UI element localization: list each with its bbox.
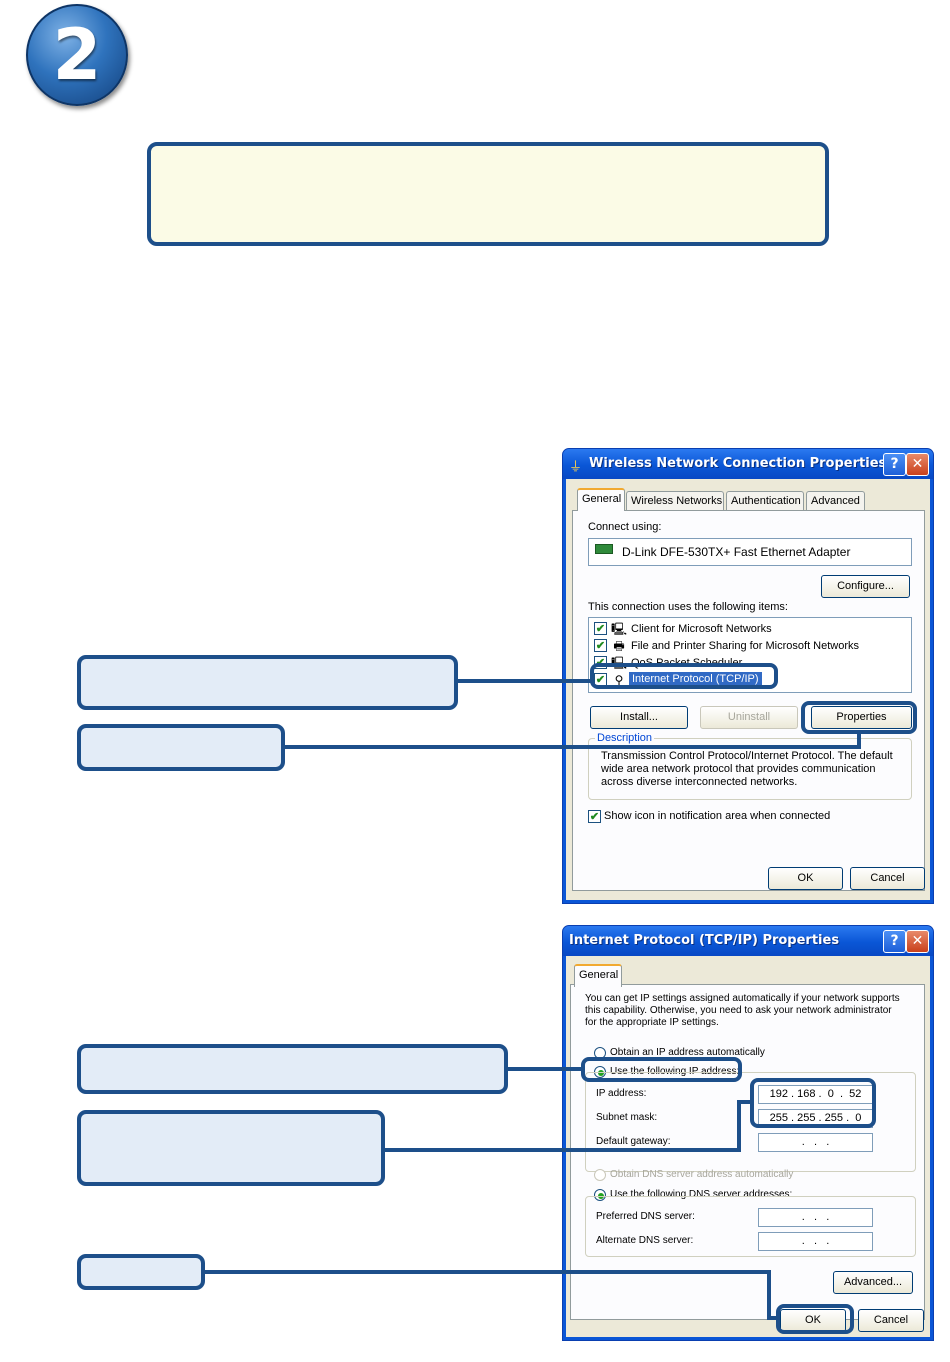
connector-line — [506, 1067, 583, 1071]
close-button[interactable]: ✕ — [906, 453, 929, 476]
wireless-connection-properties-window: ⏚ Wireless Network Connection Properties… — [562, 448, 934, 904]
step-number: 2 — [52, 14, 102, 96]
callout-click-properties — [77, 724, 285, 771]
title-bar: ⏚ Wireless Network Connection Properties… — [563, 449, 933, 479]
obtain-ip-auto-label: Obtain an IP address automatically — [610, 1047, 765, 1058]
uninstall-button: Uninstall — [700, 706, 798, 729]
network-connection-icon: ⏚ — [569, 459, 583, 474]
ok-button[interactable]: OK — [768, 867, 843, 890]
connector-line — [456, 679, 592, 683]
show-icon-label: Show icon in notification area when conn… — [604, 810, 831, 822]
tab-advanced[interactable]: Advanced — [806, 491, 865, 511]
connector-line — [203, 1270, 771, 1274]
default-gateway-label: Default gateway: — [596, 1136, 671, 1147]
title-bar: Internet Protocol (TCP/IP) Properties ? … — [563, 926, 933, 956]
window-body: General You can get IP settings assigned… — [566, 956, 930, 1337]
highlight-use-following-ip — [581, 1057, 742, 1082]
default-gateway-field[interactable]: . . . — [758, 1133, 873, 1152]
tab-general[interactable]: General — [574, 964, 622, 987]
description-label: Description — [595, 732, 655, 744]
window-body: General Wireless Networks Authentication… — [566, 479, 930, 900]
general-tab-panel: Connect using: D-Link DFE-530TX+ Fast Et… — [572, 510, 925, 891]
subnet-mask-label: Subnet mask: — [596, 1112, 658, 1123]
intro-text: You can get IP settings assigned automat… — [585, 993, 900, 1028]
connector-line — [737, 1100, 741, 1152]
window-title: Internet Protocol (TCP/IP) Properties — [569, 933, 840, 948]
adapter-name: D-Link DFE-530TX+ Fast Ethernet Adapter — [622, 545, 851, 559]
dns-group — [585, 1196, 916, 1257]
window-title: Wireless Network Connection Properties — [589, 456, 887, 471]
tab-wireless-networks[interactable]: Wireless Networks — [626, 491, 724, 511]
ip-address-field[interactable]: 192 . 168 . 0 . 52 — [758, 1085, 873, 1104]
obtain-dns-auto-radio — [594, 1169, 606, 1181]
connector-line — [767, 1270, 771, 1320]
description-group — [588, 738, 912, 800]
obtain-dns-auto-label: Obtain DNS server address automatically — [610, 1169, 794, 1180]
ok-button[interactable]: OK — [780, 1309, 846, 1332]
ip-group — [585, 1072, 916, 1172]
connector-line — [383, 1148, 741, 1152]
connector-line — [767, 1316, 778, 1320]
printer-icon: 🖶 — [613, 639, 625, 653]
alternate-dns-label: Alternate DNS server: — [596, 1235, 694, 1246]
close-button[interactable]: ✕ — [906, 930, 929, 953]
callout-use-following-ip — [77, 1044, 508, 1094]
list-item-label: File and Printer Sharing for Microsoft N… — [631, 640, 860, 652]
use-dns-label: Use the following DNS server addresses: — [610, 1189, 793, 1200]
protocol-icon: ⚲ — [614, 673, 624, 687]
item-checkbox[interactable]: ✔ — [594, 622, 607, 635]
tab-general[interactable]: General — [577, 488, 625, 511]
highlight-ok-button — [776, 1304, 854, 1334]
step-badge: 2 — [26, 4, 128, 106]
connect-using-label: Connect using: — [588, 521, 662, 533]
list-item[interactable]: ✔ 🖳 Client for Microsoft Networks — [594, 621, 894, 637]
instruction-box — [147, 142, 829, 246]
use-following-ip-label: Use the following IP address: — [610, 1066, 740, 1077]
preferred-dns-field[interactable]: . . . — [758, 1208, 873, 1227]
client-icon: 🖳 — [611, 622, 628, 636]
help-button[interactable]: ? — [883, 930, 906, 953]
advanced-button[interactable]: Advanced... — [833, 1271, 913, 1294]
list-item-selected[interactable]: ✔ ⚲ Internet Protocol (TCP/IP) — [594, 672, 894, 688]
properties-button[interactable]: Properties — [811, 706, 912, 729]
callout-enter-ip — [77, 1110, 385, 1186]
tab-authentication[interactable]: Authentication — [726, 491, 804, 511]
connector-line — [283, 745, 861, 749]
network-adapter-icon — [595, 544, 613, 554]
install-button[interactable]: Install... — [590, 706, 688, 729]
item-checkbox[interactable]: ✔ — [594, 639, 607, 652]
show-icon-checkbox[interactable]: ✔ — [588, 810, 601, 823]
ip-address-label: IP address: — [596, 1088, 647, 1099]
list-item-label: Internet Protocol (TCP/IP) — [629, 672, 762, 686]
connector-line — [737, 1100, 752, 1104]
tcpip-properties-window: Internet Protocol (TCP/IP) Properties ? … — [562, 925, 934, 1341]
callout-click-ok — [77, 1254, 205, 1290]
description-text: Transmission Control Protocol/Internet P… — [601, 750, 893, 788]
connector-line — [857, 733, 861, 749]
highlight-tcpip-item — [590, 663, 778, 689]
callout-select-tcpip — [77, 655, 458, 710]
cancel-button[interactable]: Cancel — [850, 867, 925, 890]
preferred-dns-label: Preferred DNS server: — [596, 1211, 695, 1222]
general-tab-panel: You can get IP settings assigned automat… — [570, 984, 925, 1320]
help-button[interactable]: ? — [883, 453, 906, 476]
highlight-properties-button — [801, 701, 917, 734]
highlight-ip-fields — [750, 1078, 876, 1128]
subnet-mask-field[interactable]: 255 . 255 . 255 . 0 — [758, 1109, 873, 1128]
list-item[interactable]: ✔ 🖶 File and Printer Sharing for Microso… — [594, 638, 894, 654]
list-item-label: Client for Microsoft Networks — [631, 623, 772, 635]
adapter-field: D-Link DFE-530TX+ Fast Ethernet Adapter — [588, 538, 912, 566]
items-label: This connection uses the following items… — [588, 601, 788, 613]
cancel-button[interactable]: Cancel — [858, 1309, 924, 1332]
components-list: ✔ 🖳 Client for Microsoft Networks ✔ 🖶 Fi… — [588, 617, 912, 693]
alternate-dns-field[interactable]: . . . — [758, 1232, 873, 1251]
configure-button[interactable]: Configure... — [821, 575, 910, 598]
